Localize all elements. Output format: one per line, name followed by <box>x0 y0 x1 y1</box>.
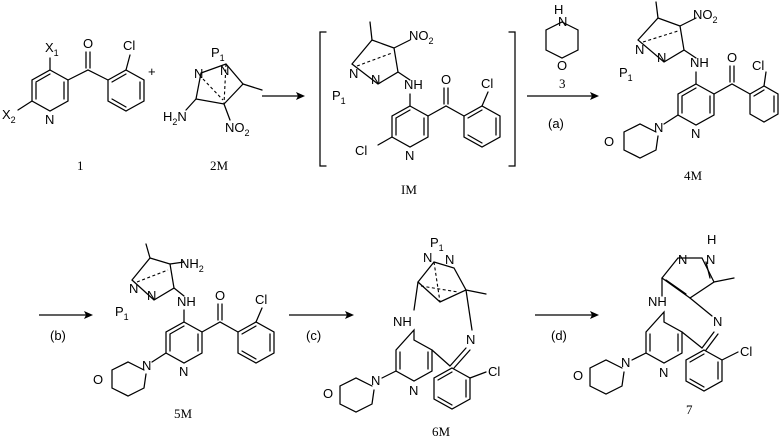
compound-3: H N O 3 <box>546 2 578 91</box>
ring-nitrogen: N <box>423 250 432 265</box>
ring-nitrogen-2: N <box>371 72 380 87</box>
pyridine-nitrogen: N <box>179 364 188 379</box>
nh-linker: NH <box>393 314 412 329</box>
compound-7: H N N NH N N N O Cl 7 <box>573 232 752 417</box>
pyridine-nitrogen: N <box>405 148 414 163</box>
chlorine-atom: Cl <box>123 38 135 53</box>
compound-label-7: 7 <box>686 402 693 417</box>
compound-label-3: 3 <box>559 76 566 91</box>
condition-b: (b) <box>50 328 66 343</box>
nitro-group: NO2 <box>693 7 718 25</box>
chlorine-atom: Cl <box>752 58 764 73</box>
pyridine-nitrogen: N <box>659 365 668 380</box>
p1-atom: P1 <box>115 304 129 322</box>
morpholine-nitrogen: N <box>654 120 663 135</box>
p1-atom: P1 <box>332 88 346 106</box>
amine-group: H2N <box>163 109 187 127</box>
nh-linker: NH <box>404 77 423 92</box>
nh-linker: NH <box>648 294 667 309</box>
amine-group: NH2 <box>180 256 204 274</box>
ring-nitrogen-2: N <box>657 50 666 65</box>
p1-atom: P1 <box>619 65 633 83</box>
nh-linker: NH <box>177 294 196 309</box>
morpholine-oxygen: O <box>604 134 614 149</box>
chlorine-atom-2: Cl <box>355 143 367 158</box>
pyridine-nitrogen: N <box>691 126 700 141</box>
compound-1: X1 X2 N O Cl 1 <box>2 36 144 173</box>
ring-nitrogen: N <box>635 42 644 57</box>
morpholine-nitrogen: N <box>558 14 567 29</box>
compound-2m: P1 N N H2N NO2 2M <box>163 45 262 173</box>
morpholine-nitrogen: N <box>142 358 151 373</box>
ring-nitrogen-2: N <box>445 252 454 267</box>
carbonyl-oxygen: O <box>215 288 225 303</box>
intermediate-im: N N P1 NO2 NH Cl N O Cl IM <box>320 22 515 197</box>
pyrazole-hydrogen: H <box>707 232 716 247</box>
morpholine-oxygen: O <box>93 372 103 387</box>
compound-label-4m: 4M <box>684 168 703 183</box>
plus-sign: + <box>148 64 156 79</box>
morpholine-oxygen: O <box>323 386 333 401</box>
ring-nitrogen: N <box>194 66 203 81</box>
morpholine-oxygen: O <box>557 58 567 73</box>
pyridine-nitrogen: N <box>45 112 54 127</box>
ring-nitrogen-2: N <box>147 288 156 303</box>
compound-4m: N N P1 NO2 NH N N O O Cl 4M <box>604 2 778 183</box>
compound-label-2m: 2M <box>210 158 229 173</box>
p1-atom: P1 <box>211 45 225 63</box>
chlorine-atom: Cl <box>255 292 267 307</box>
condition-c: (c) <box>306 328 321 343</box>
chlorine-atom: Cl <box>481 76 493 91</box>
compound-5m: N N P1 NH2 NH N N O O Cl 5M <box>93 244 274 421</box>
azepine-nitrogen: N <box>713 314 722 329</box>
pyridine-nitrogen: N <box>409 383 418 398</box>
nh-linker: NH <box>690 55 709 70</box>
chlorine-atom: Cl <box>740 344 752 359</box>
pyrazole-nh-nitrogen: N <box>706 252 715 267</box>
condition-d: (d) <box>551 328 567 343</box>
nitro-group: NO2 <box>225 120 250 138</box>
compound-label-1: 1 <box>77 158 84 173</box>
morpholine-oxygen: O <box>573 368 583 383</box>
azepine-nitrogen: N <box>466 332 475 347</box>
x1-atom: X1 <box>45 40 59 58</box>
compound-label-5m: 5M <box>174 406 193 421</box>
ring-nitrogen: N <box>129 281 138 296</box>
nitro-group: NO2 <box>409 28 434 46</box>
compound-label-6m: 6M <box>432 424 451 439</box>
pyrazole-nitrogen: N <box>678 252 687 267</box>
carbonyl-oxygen: O <box>441 72 451 87</box>
compound-6m: P1 N N NH N N N O Cl 6M <box>323 235 500 439</box>
carbonyl-oxygen: O <box>727 50 737 65</box>
condition-a: (a) <box>548 116 564 131</box>
x2-atom: X2 <box>2 107 16 125</box>
chlorine-atom: Cl <box>488 364 500 379</box>
ring-nitrogen-2: N <box>220 63 229 78</box>
carbonyl-oxygen: O <box>83 36 93 51</box>
ring-nitrogen: N <box>349 66 358 81</box>
compound-label-im: IM <box>401 182 417 197</box>
